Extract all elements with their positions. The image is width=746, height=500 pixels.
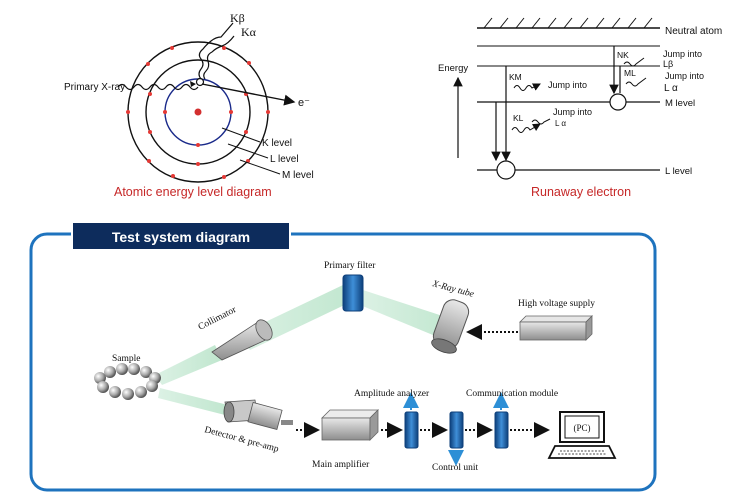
communication-module [494, 411, 509, 449]
l-level-label: L level [665, 166, 692, 177]
pc-label: (PC) [573, 423, 590, 433]
kl-wave [511, 123, 541, 133]
control-unit-label: Control unit [432, 463, 479, 473]
ml-label: ML [624, 68, 636, 78]
amplitude-analyzer-label: Amplitude analyzer [354, 389, 430, 399]
test-system-title: Test system diagram [112, 229, 250, 245]
collimator [211, 319, 273, 361]
primary-xray-label: Primary X-ray [64, 82, 125, 93]
neutral-atom-label: Neutral atom [665, 26, 722, 37]
km-jump-into: Jump into [548, 80, 587, 90]
k-beta-wave [198, 22, 234, 80]
sample [94, 363, 161, 400]
l-level-label: L level [270, 154, 299, 165]
test-system-frame [29, 232, 657, 492]
m-level-leader [239, 159, 281, 175]
collimator-label: Collimator [197, 305, 239, 333]
ml-l-alpha: L α [664, 83, 678, 94]
kl-label: KL [513, 113, 524, 123]
high-voltage-label: High voltage supply [518, 299, 595, 309]
detector-label: Detector & pre-amp [203, 425, 280, 455]
title-tab [71, 221, 291, 251]
beam-filter-tube [360, 290, 455, 340]
k-level-leader [221, 127, 261, 143]
l-level-leader [227, 143, 269, 159]
communication-module-label: Communication module [466, 389, 558, 399]
test-system: Test system diagram [29, 221, 657, 492]
nk-label: NK [617, 50, 629, 60]
nucleus [194, 108, 202, 116]
amplitude-analyzer [404, 411, 419, 449]
primary-xray-wave [117, 83, 199, 91]
beam-sample-collimator [155, 345, 222, 385]
runaway-diagram: Neutral atom Energy KM Jump into KL Jump… [438, 17, 722, 199]
high-voltage-supply [519, 315, 593, 341]
electron-label: e⁻ [298, 97, 310, 109]
primary-xray-arrow [190, 81, 196, 87]
ejected-electron-line [201, 83, 296, 106]
m-level-label: M level [665, 98, 695, 109]
k-level-label: K level [262, 138, 292, 149]
atomic-diagram: Primary X-ray Kβ Kα e⁻ K level L level M… [64, 11, 314, 199]
atomic-caption: Atomic energy level diagram [114, 185, 272, 199]
km-label: KM [509, 72, 522, 82]
main-amplifier [321, 409, 379, 441]
xray-tube [431, 299, 470, 354]
beam-sample-detector [158, 388, 228, 415]
detector [223, 399, 293, 431]
primary-filter-label: Primary filter [324, 260, 376, 271]
m-level-label: M level [282, 170, 314, 181]
sample-label: Sample [112, 354, 141, 364]
hatching [483, 17, 653, 29]
k-alpha-label: Kα [241, 25, 257, 39]
kl-wave-2 [531, 118, 551, 125]
km-wave [513, 83, 541, 91]
nk-jump-into: Jump into [663, 49, 702, 59]
primary-filter [342, 274, 364, 312]
l-vacancy [496, 160, 516, 180]
k-alpha-wave [203, 35, 235, 80]
k-beta-label: Kβ [230, 11, 245, 25]
control-unit [449, 411, 464, 449]
xray-tube-label: X-Ray tube [430, 279, 475, 300]
nk-wave [623, 57, 645, 67]
ml-wave [625, 77, 647, 87]
m-vacancy [609, 93, 627, 111]
runaway-caption: Runaway electron [531, 185, 631, 199]
kl-l-alpha: L α [555, 119, 566, 128]
pc-computer [547, 411, 617, 459]
main-amplifier-label: Main amplifier [312, 459, 370, 470]
ml-jump-into: Jump into [665, 71, 704, 81]
energy-label: Energy [438, 63, 468, 74]
nk-l-beta: Lβ [663, 59, 673, 69]
kl-jump-into: Jump into [553, 107, 592, 117]
